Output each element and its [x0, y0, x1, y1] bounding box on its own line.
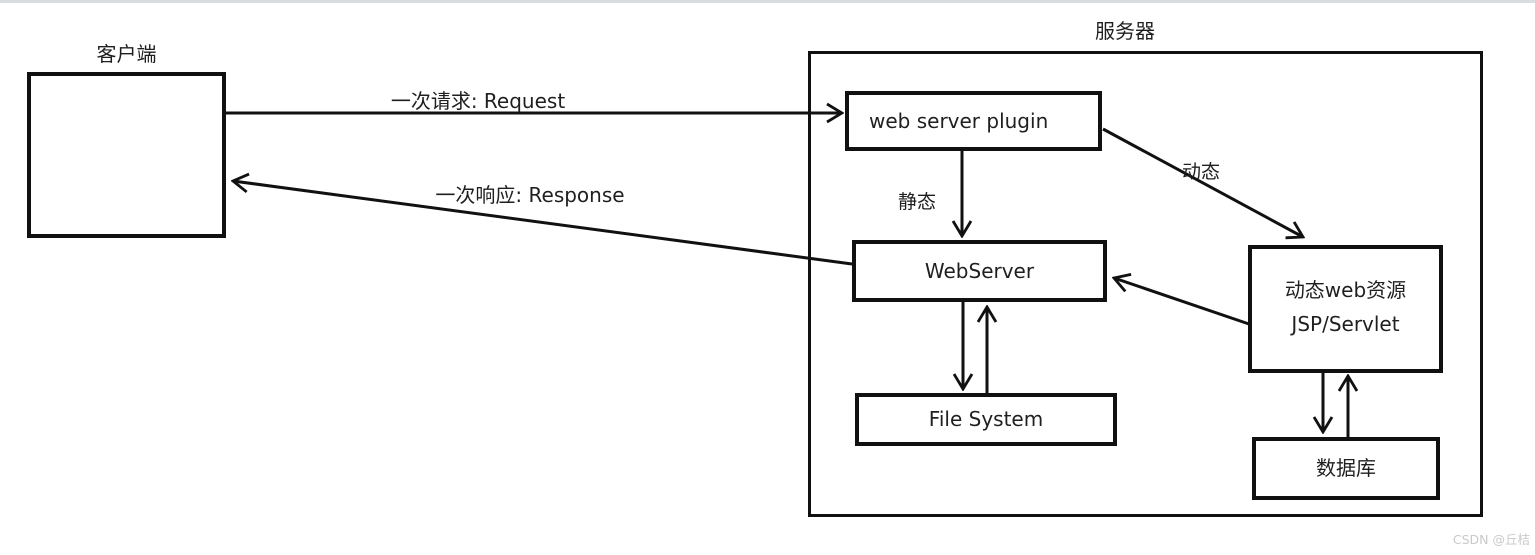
static-edge-label: 静态 [898, 191, 937, 213]
server-box [808, 51, 1483, 517]
jsp-servlet-box: 动态web资源 JSP/Servlet [1248, 245, 1443, 373]
response-edge-label: 一次响应: Response [435, 183, 625, 207]
client-box [27, 72, 226, 238]
client-title: 客户端 [96, 42, 157, 66]
file-system-box: File System [855, 393, 1117, 446]
web-server-plugin-box: web server plugin [845, 91, 1102, 151]
file-system-label: File System [928, 407, 1044, 431]
database-box: 数据库 [1252, 437, 1440, 500]
request-edge-label: 一次请求: Request [390, 89, 566, 113]
web-server-plugin-label: web server plugin [869, 109, 1049, 133]
dynamic-edge-label: 动态 [1182, 161, 1221, 183]
webserver-label: WebServer [924, 259, 1035, 283]
top-border-line [0, 0, 1535, 3]
jsp-box-line2: JSP/Servlet [1291, 312, 1400, 336]
jsp-box-line1: 动态web资源 [1284, 278, 1407, 302]
webserver-box: WebServer [852, 240, 1107, 302]
csdn-watermark: CSDN @丘桔 [1452, 532, 1530, 547]
jsp-box-spacer [1252, 249, 1439, 273]
database-label: 数据库 [1316, 456, 1376, 480]
server-title: 服务器 [1095, 19, 1155, 43]
